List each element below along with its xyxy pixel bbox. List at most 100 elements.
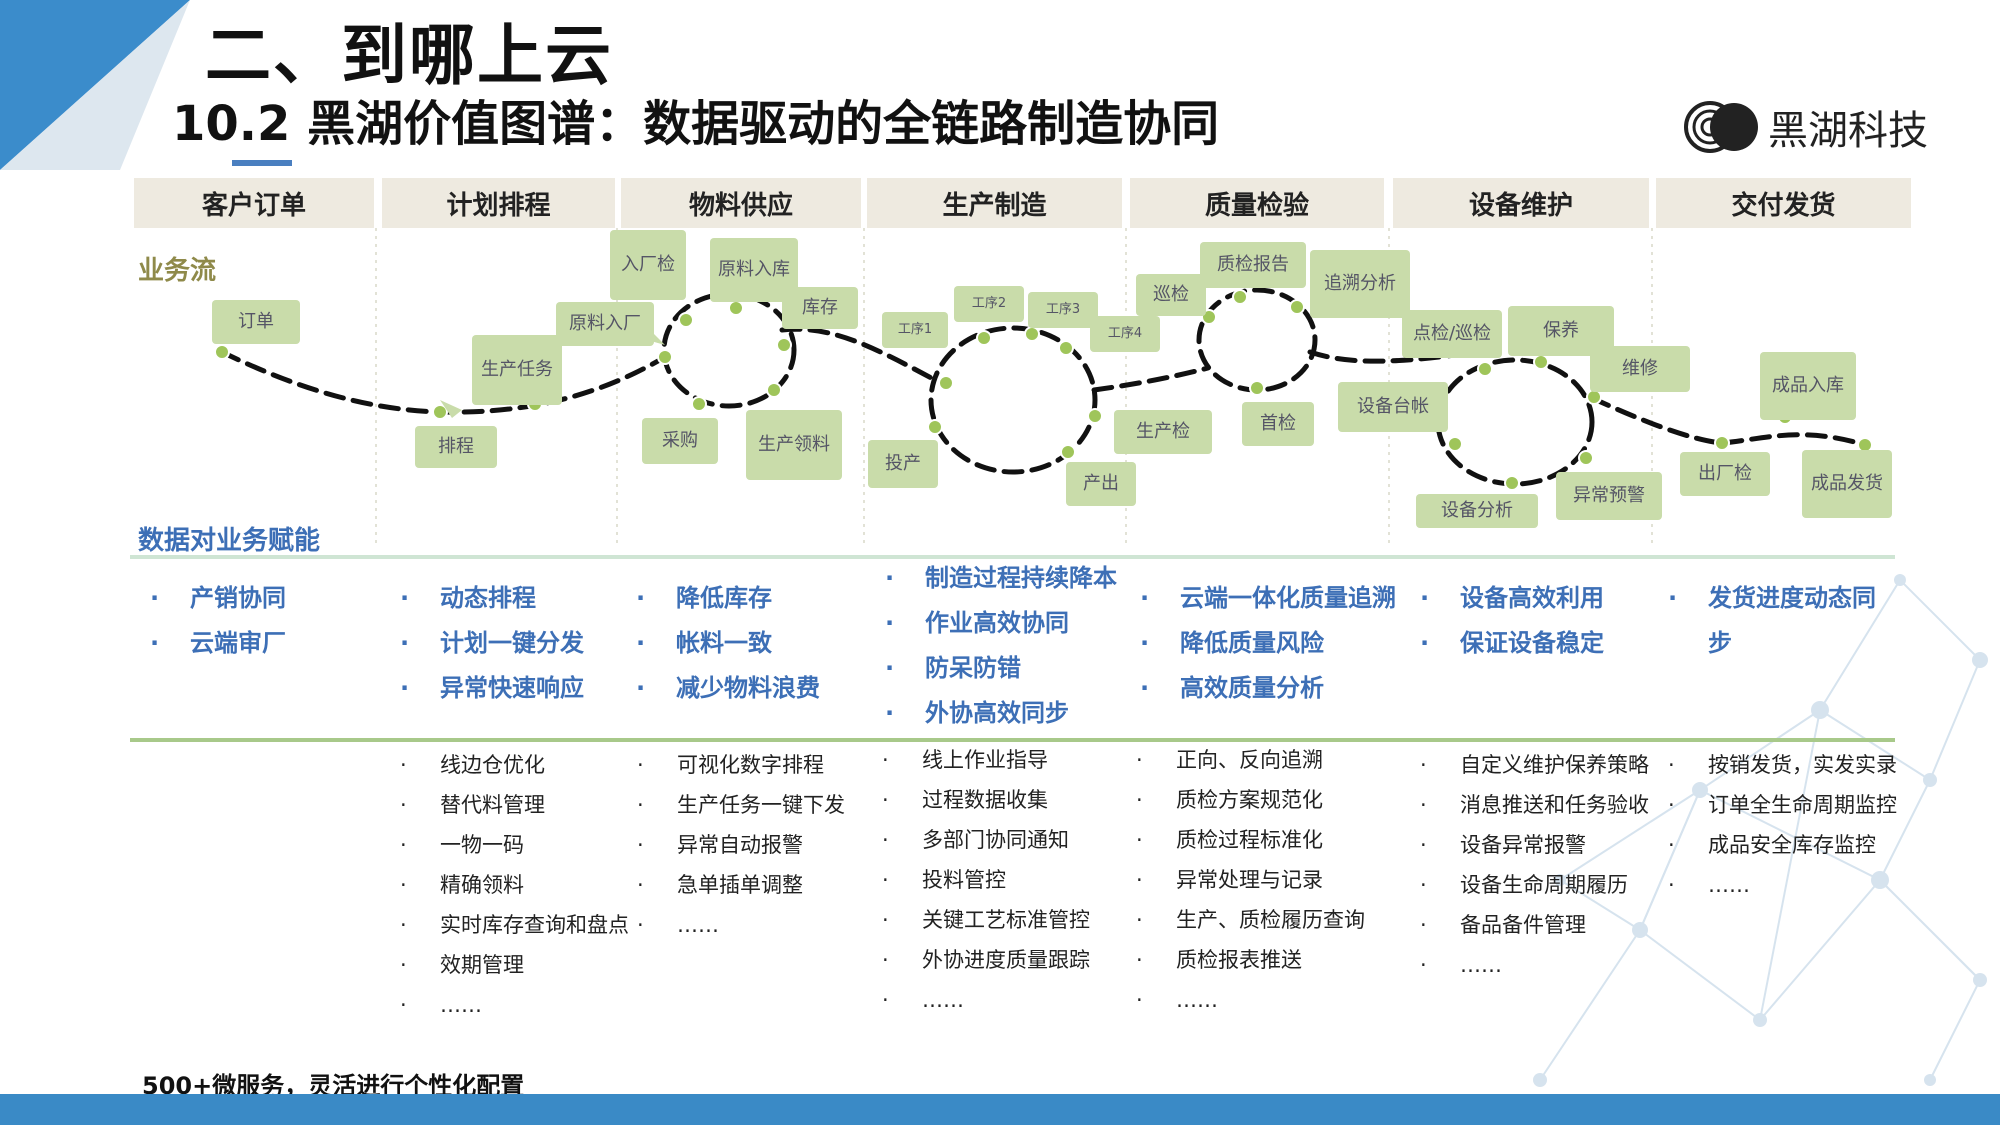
benefit-item: 计划一键分发	[400, 621, 584, 666]
benefit-item: 降低质量风险	[1140, 621, 1396, 666]
benefit-item: 发货进度动态同步	[1668, 576, 1888, 666]
column-header-material: 物料供应	[621, 178, 861, 228]
feature-item: 实时库存查询和盘点	[400, 905, 630, 945]
benefit-item: 作业高效协同	[885, 601, 1117, 646]
feature-item: 可视化数字排程	[637, 745, 877, 785]
feature-column-material: 线边仓优化 替代料管理 一物一码 精确领料 实时库存查询和盘点 效期管理 ……	[400, 745, 630, 1025]
benefit-item: 产销协同	[150, 576, 286, 621]
feature-item: 急单插单调整	[637, 865, 877, 905]
feature-item: 一物一码	[400, 825, 630, 865]
feature-item: 设备异常报警	[1420, 825, 1680, 865]
flow-node-anomaly-warning: 异常预警	[1556, 472, 1662, 520]
flow-node-production-task: 生产任务	[472, 335, 562, 405]
corner-decoration	[0, 0, 190, 170]
feature-item: 多部门协同通知	[882, 820, 1102, 860]
feature-item: 生产任务一键下发	[637, 785, 877, 825]
flow-node-process-3: 工序3	[1028, 292, 1098, 328]
flow-node-spot-inspection: 点检/巡检	[1402, 310, 1502, 358]
feature-item: 替代料管理	[400, 785, 630, 825]
feature-item: 精确领料	[400, 865, 630, 905]
flow-node-first-inspection: 首检	[1242, 402, 1314, 446]
benefit-column-material: 降低库存 帐料一致 减少物料浪费	[636, 576, 820, 711]
feature-column-production: 线上作业指导 过程数据收集 多部门协同通知 投料管控 关键工艺标准管控 外协进度…	[882, 740, 1102, 1020]
benefit-item: 外协高效同步	[885, 691, 1117, 736]
flow-node-inventory: 库存	[782, 287, 858, 329]
benefit-item: 异常快速响应	[400, 666, 584, 711]
flow-node-material-picking: 生产领料	[746, 410, 842, 480]
feature-item: 异常自动报警	[637, 825, 877, 865]
feature-item: 质检方案规范化	[1136, 780, 1386, 820]
column-header-quality: 质量检验	[1130, 178, 1384, 228]
flow-node-trace-analysis: 追溯分析	[1310, 250, 1410, 318]
feature-item: 自定义维护保养策略	[1420, 745, 1680, 785]
benefit-item: 防呆防错	[885, 646, 1117, 691]
feature-item: ……	[1136, 980, 1386, 1020]
column-header-equipment: 设备维护	[1393, 178, 1649, 228]
flow-node-patrol-inspection: 巡检	[1136, 274, 1206, 316]
logo-icon	[1684, 101, 1758, 153]
feature-item: 过程数据收集	[882, 780, 1102, 820]
feature-item: ……	[400, 985, 630, 1025]
flow-node-output: 产出	[1066, 462, 1136, 506]
benefit-column-quality: 云端一体化质量追溯 降低质量风险 高效质量分析	[1140, 576, 1396, 711]
feature-item: 订单全生命周期监控	[1668, 785, 1928, 825]
benefit-column-planning: 动态排程 计划一键分发 异常快速响应	[400, 576, 584, 711]
business-flow-path	[214, 287, 1873, 491]
page-title: 二、到哪上云	[205, 17, 613, 94]
logo-text: 黑湖科技	[1768, 108, 1928, 154]
feature-column-equipment: 自定义维护保养策略 消息推送和任务验收 设备异常报警 设备生命周期履历 备品备件…	[1420, 745, 1680, 985]
flow-node-outbound-inspection: 出厂检	[1680, 452, 1770, 496]
page-subtitle: 10.2 黑湖价值图谱：数据驱动的全链路制造协同	[172, 96, 1220, 152]
benefit-column-customer-order: 产销协同 云端审厂	[150, 576, 286, 666]
flow-node-purchase: 采购	[642, 418, 718, 464]
flow-node-material-inbound: 原料入厂	[556, 302, 654, 346]
feature-item: 质检过程标准化	[1136, 820, 1386, 860]
flow-node-order: 订单	[212, 300, 300, 344]
feature-item: 线边仓优化	[400, 745, 630, 785]
column-header-customer-order: 客户订单	[134, 178, 374, 228]
feature-item: 质检报表推送	[1136, 940, 1386, 980]
flow-node-process-4: 工序4	[1090, 316, 1160, 352]
feature-item: 关键工艺标准管控	[882, 900, 1102, 940]
benefit-column-delivery: 发货进度动态同步	[1668, 576, 1888, 666]
flow-node-product-shipping: 成品发货	[1802, 450, 1892, 518]
flow-node-product-warehousing: 成品入库	[1760, 352, 1856, 420]
benefit-column-equipment: 设备高效利用 保证设备稳定	[1420, 576, 1604, 666]
benefit-item: 动态排程	[400, 576, 584, 621]
flow-node-equipment-analysis: 设备分析	[1416, 494, 1538, 528]
feature-item: 成品安全库存监控	[1668, 825, 1928, 865]
feature-item: 备品备件管理	[1420, 905, 1680, 945]
feature-item: 按销发货，实发实录	[1668, 745, 1928, 785]
feature-item: 异常处理与记录	[1136, 860, 1386, 900]
column-header-production: 生产制造	[867, 178, 1122, 228]
flow-node-incoming-inspection: 入厂检	[610, 230, 686, 300]
bottom-bar	[0, 1094, 2000, 1125]
flow-node-start-production: 投产	[868, 440, 938, 488]
column-header-delivery: 交付发货	[1656, 178, 1911, 228]
benefit-item: 减少物料浪费	[636, 666, 820, 711]
benefit-column-production: 制造过程持续降本 作业高效协同 防呆防错 外协高效同步	[885, 556, 1117, 736]
benefit-item: 设备高效利用	[1420, 576, 1604, 621]
feature-item: 线上作业指导	[882, 740, 1102, 780]
feature-column-planning: 可视化数字排程 生产任务一键下发 异常自动报警 急单插单调整 ……	[637, 745, 877, 945]
feature-column-quality: 正向、反向追溯 质检方案规范化 质检过程标准化 异常处理与记录 生产、质检履历查…	[1136, 740, 1386, 1020]
feature-item: ……	[637, 905, 877, 945]
flow-node-process-2: 工序2	[954, 286, 1024, 322]
title-underline	[232, 160, 292, 166]
column-header-planning: 计划排程	[382, 178, 615, 228]
feature-column-delivery: 按销发货，实发实录 订单全生命周期监控 成品安全库存监控 ……	[1668, 745, 1928, 905]
feature-item: 正向、反向追溯	[1136, 740, 1386, 780]
flow-node-process-1: 工序1	[882, 312, 948, 348]
feature-item: 设备生命周期履历	[1420, 865, 1680, 905]
flow-node-production-inspection: 生产检	[1114, 410, 1212, 454]
feature-item: 投料管控	[882, 860, 1102, 900]
feature-item: 生产、质检履历查询	[1136, 900, 1386, 940]
feature-item: 效期管理	[400, 945, 630, 985]
feature-item: 外协进度质量跟踪	[882, 940, 1102, 980]
feature-item: ……	[882, 980, 1102, 1020]
benefit-item: 制造过程持续降本	[885, 556, 1117, 601]
benefit-item: 帐料一致	[636, 621, 820, 666]
feature-item: 消息推送和任务验收	[1420, 785, 1680, 825]
feature-item: ……	[1668, 865, 1928, 905]
flow-node-quality-report: 质检报告	[1200, 242, 1306, 288]
